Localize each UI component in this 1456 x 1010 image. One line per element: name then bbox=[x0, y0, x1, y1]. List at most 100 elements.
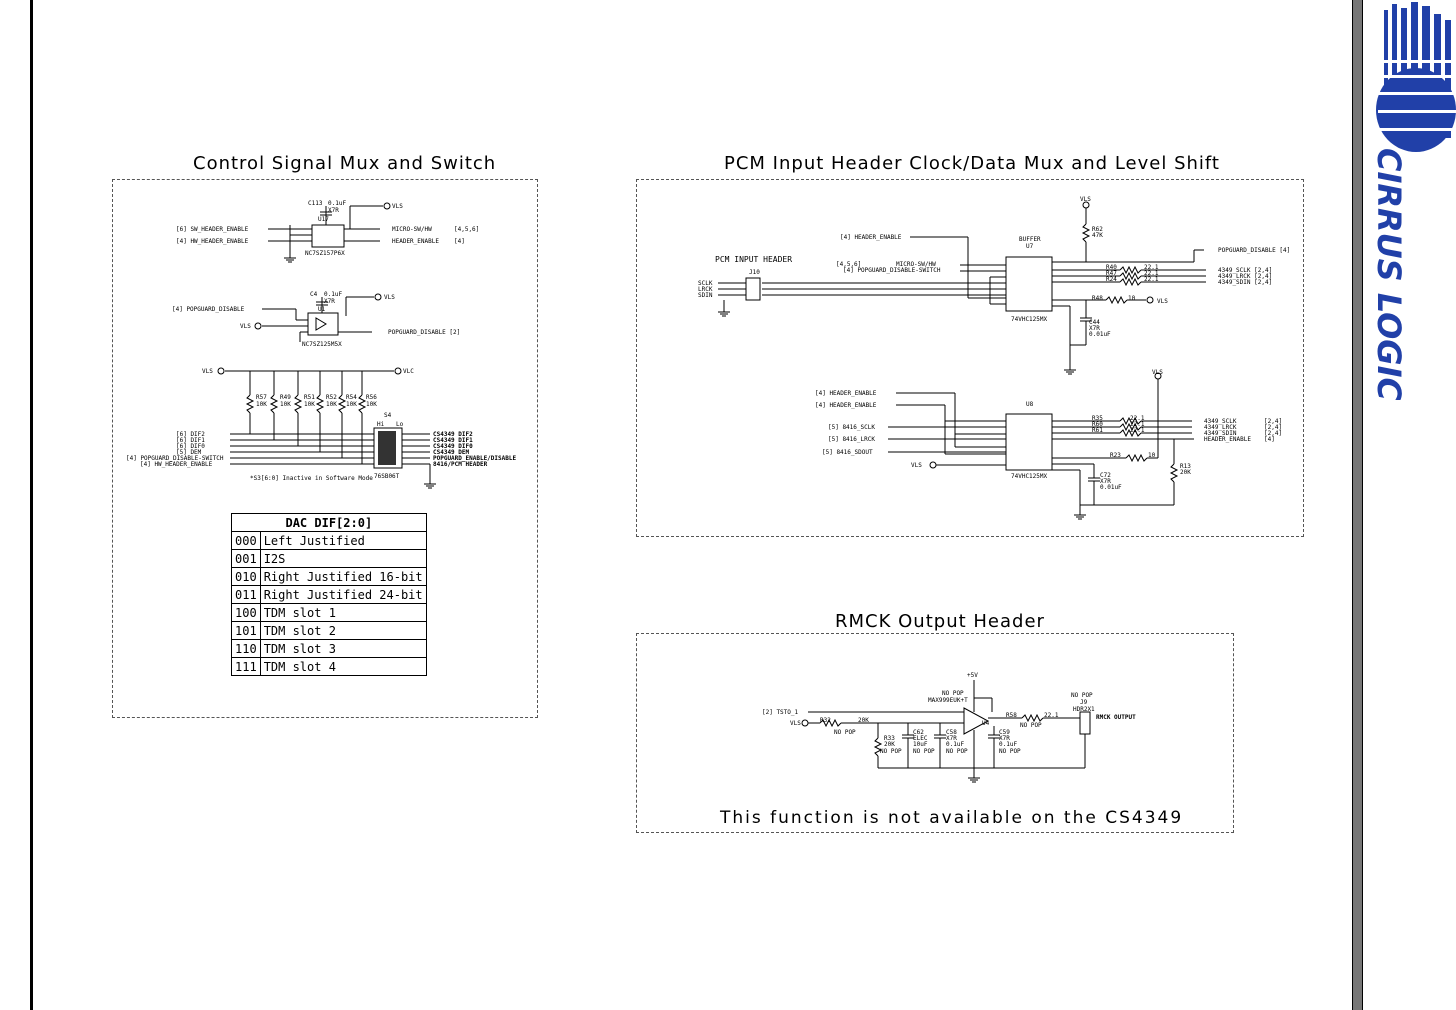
dif1-in-label: [6] DIF1 bbox=[176, 437, 205, 444]
lrck-ref: [2,4] bbox=[1264, 424, 1283, 431]
popguard-disable-in-label: [4] POPGUARD_DISABLE bbox=[172, 306, 245, 313]
r33-nopop: NO POP bbox=[880, 748, 902, 755]
c113-dielectric: X7R bbox=[328, 207, 339, 214]
header-enable-ref-2: [4] bbox=[1264, 436, 1275, 443]
c58-value: 0.1uF bbox=[946, 741, 965, 748]
vls-net-1: VLS bbox=[392, 203, 403, 210]
cirrus-logo-mark-icon: CIRRUS LOGIC bbox=[1370, 2, 1456, 401]
r47-label: R47 bbox=[1106, 270, 1117, 277]
right-border-bar bbox=[1352, 0, 1363, 1010]
pcm-section-box bbox=[636, 179, 1304, 537]
dif-description: TDM slot 4 bbox=[259, 657, 427, 676]
cs4349-dif0-out: CS4349 DIF0 bbox=[433, 443, 473, 450]
r60-label: R60 bbox=[1092, 421, 1103, 428]
header-enable-in-label: [4] HEADER_ENABLE bbox=[840, 234, 902, 241]
r33-value: 20K bbox=[884, 741, 895, 748]
pcm-header-8416-out: 8416/PCM HEADER bbox=[433, 461, 488, 468]
dif-code: 001 bbox=[231, 549, 261, 568]
c62-nopop: NO POP bbox=[913, 748, 935, 755]
lrck-4349-out-2: 4349_LRCK bbox=[1204, 424, 1237, 431]
buffer-label: BUFFER bbox=[1019, 236, 1041, 243]
dif-description: TDM slot 3 bbox=[259, 639, 427, 658]
c58-label: C58 bbox=[946, 729, 957, 736]
sclk-4349-out: 4349_SCLK [2,4] bbox=[1218, 267, 1273, 274]
r35-label: R35 bbox=[1092, 415, 1103, 422]
r24-value: 22.1 bbox=[1144, 276, 1159, 283]
lrck-4349-out: 4349_LRCK [2,4] bbox=[1218, 273, 1273, 280]
rmck-section-title: RMCK Output Header bbox=[835, 611, 1045, 632]
hw-header-enable-2-label: [4] HW_HEADER_ENABLE bbox=[140, 461, 213, 468]
c58-type: X7R bbox=[946, 735, 957, 742]
u7-ref: U7 bbox=[1026, 243, 1034, 250]
popguard-disable-pcm-out: POPGUARD_DISABLE [4] bbox=[1218, 247, 1291, 254]
r47-value: 22.1 bbox=[1144, 270, 1159, 277]
r51-label: R51 bbox=[304, 394, 315, 401]
c72-value: 0.01uF bbox=[1100, 484, 1122, 491]
r32-nopop: NO POP bbox=[834, 729, 856, 736]
dem-in-label: [5] DEM bbox=[176, 449, 202, 456]
c62-value: 10uF bbox=[913, 741, 928, 748]
r58-nopop: NO POP bbox=[1020, 722, 1042, 729]
dif-code: 111 bbox=[231, 657, 261, 676]
c44-dielectric: X7R bbox=[1089, 325, 1100, 332]
c72-dielectric: X7R bbox=[1100, 478, 1111, 485]
header-enable-a-label: [4] HEADER_ENABLE bbox=[815, 390, 877, 397]
plus5v-net: +5V bbox=[967, 672, 978, 679]
r62-label: R62 bbox=[1092, 226, 1103, 233]
vls-net-4: VLS bbox=[202, 368, 213, 375]
r60-value: 22.1 bbox=[1130, 421, 1145, 428]
dif-description: TDM slot 1 bbox=[259, 603, 427, 622]
sdin-4349-out: 4349_SDIN [2,4] bbox=[1218, 279, 1273, 286]
vls-rmck-net: VLS bbox=[790, 720, 801, 727]
s8416-sclk-in: [5] 8416_SCLK bbox=[828, 424, 875, 431]
r24-label: R24 bbox=[1106, 276, 1117, 283]
dif-description: Right Justified 16-bit bbox=[259, 567, 427, 586]
u4-nopop: NO POP bbox=[942, 690, 964, 697]
rmck-section-box bbox=[636, 633, 1234, 833]
r40-value: 22.1 bbox=[1144, 264, 1159, 271]
r61-value: 22.1 bbox=[1130, 427, 1145, 434]
pcm-section-title: PCM Input Header Clock/Data Mux and Leve… bbox=[724, 153, 1220, 174]
sw-header-enable-label: [6] SW_HEADER_ENABLE bbox=[176, 226, 249, 233]
r54-value: 10K bbox=[346, 401, 357, 408]
r48-value: 10 bbox=[1128, 295, 1136, 302]
vls-u8-net: VLS bbox=[911, 462, 922, 469]
cirrus-logic-logo: CIRRUS LOGIC bbox=[1370, 0, 1456, 401]
left-border-line bbox=[30, 0, 33, 1010]
u4-part: MAX999EUK+T bbox=[928, 697, 968, 704]
dif-code: 110 bbox=[231, 639, 261, 658]
r54-label: R54 bbox=[346, 394, 357, 401]
s4-ref: S4 bbox=[384, 412, 392, 419]
c113-label: C113 bbox=[308, 200, 323, 207]
popguard-disable-out-label: POPGUARD_DISABLE [2] bbox=[388, 329, 461, 336]
r13-label: R13 bbox=[1180, 463, 1191, 470]
software-mode-note: *S3[6:0] Inactive in Software Mode bbox=[250, 475, 373, 482]
s4-part: 76SB06T bbox=[374, 473, 400, 480]
r49-label: R49 bbox=[280, 394, 291, 401]
cs4349-dem-out: CS4349 DEM bbox=[433, 449, 470, 456]
dif-code: 101 bbox=[231, 621, 261, 640]
j9-nopop: NO POP bbox=[1071, 692, 1093, 699]
j10-ref: J10 bbox=[749, 269, 760, 276]
j9-part: HDR2X1 bbox=[1073, 706, 1095, 713]
dif-description: Left Justified bbox=[259, 531, 427, 550]
vls-r48-net: VLS bbox=[1157, 298, 1168, 305]
c4-dielectric: X7R bbox=[324, 298, 335, 305]
hw-header-enable-label: [4] HW_HEADER_ENABLE bbox=[176, 238, 249, 245]
logo-text: CIRRUS LOGIC bbox=[1370, 148, 1408, 400]
r52-value: 10K bbox=[326, 401, 337, 408]
r33-label: R33 bbox=[884, 735, 895, 742]
dif0-in-label: [6] DIF0 bbox=[176, 443, 205, 450]
c59-nopop: NO POP bbox=[999, 748, 1021, 755]
u7-part: 74VHC125MX bbox=[1011, 316, 1048, 323]
sclk-ref: [2,4] bbox=[1264, 418, 1283, 425]
dif-description: I2S bbox=[259, 549, 427, 568]
r57-value: 10K bbox=[256, 401, 267, 408]
